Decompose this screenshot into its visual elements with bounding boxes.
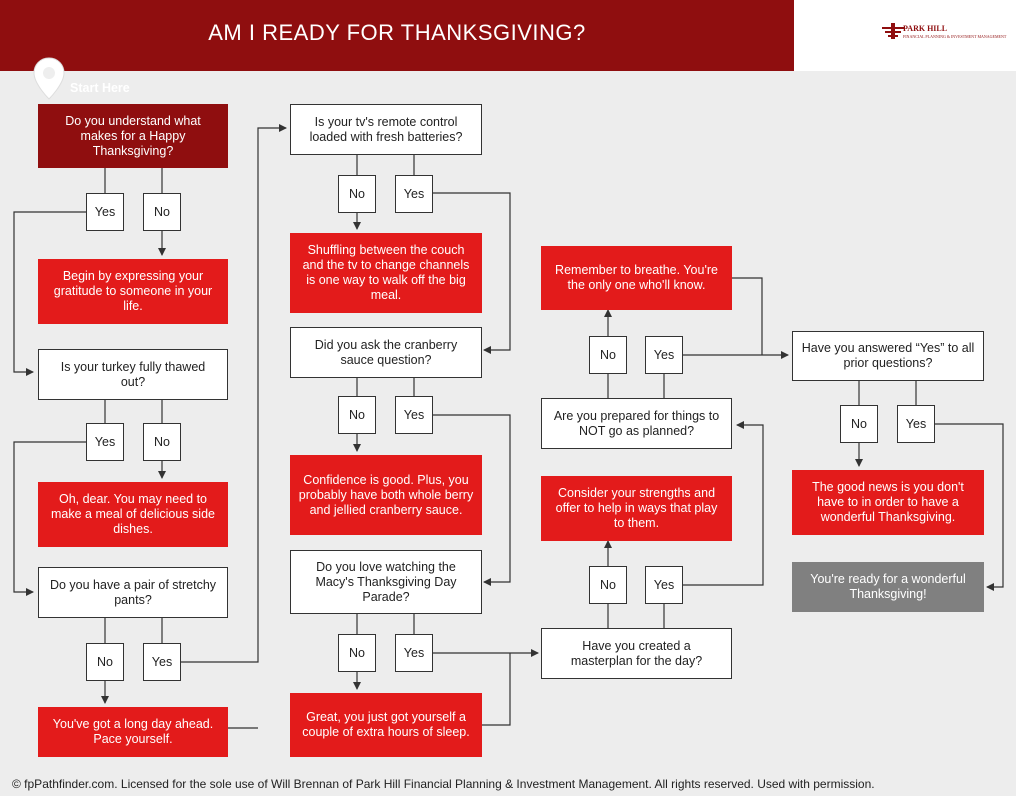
question-not-as-planned: Are you prepared for things to NOT go as… (541, 398, 732, 449)
yes-answer: Yes (395, 634, 433, 672)
yes-answer: Yes (645, 566, 683, 604)
no-answer: No (338, 396, 376, 434)
no-answer: No (143, 423, 181, 461)
result-shuffling-channels: Shuffling between the couch and the tv t… (290, 233, 482, 313)
page-title: AM I READY FOR THANKSGIVING? (208, 20, 586, 45)
result-confidence: Confidence is good. Plus, you probably h… (290, 455, 482, 535)
park-hill-logo-icon (882, 23, 904, 39)
question-all-yes: Have you answered “Yes” to all prior que… (792, 331, 984, 381)
start-label: Start Here (70, 81, 130, 95)
yes-answer: Yes (897, 405, 935, 443)
no-answer: No (589, 566, 627, 604)
no-answer: No (338, 634, 376, 672)
no-answer: No (86, 643, 124, 681)
header-bar (0, 0, 794, 71)
yes-answer: Yes (143, 643, 181, 681)
yes-answer: Yes (395, 175, 433, 213)
yes-answer: Yes (86, 193, 124, 231)
yes-answer: Yes (395, 396, 433, 434)
no-answer: No (338, 175, 376, 213)
result-gratitude: Begin by expressing your gratitude to so… (38, 259, 228, 324)
question-happy-thanksgiving: Do you understand what makes for a Happy… (38, 104, 228, 168)
question-macys-parade: Do you love watching the Macy's Thanksgi… (290, 550, 482, 614)
question-turkey-thawed: Is your turkey fully thawed out? (38, 349, 228, 400)
no-answer: No (143, 193, 181, 231)
no-answer: No (840, 405, 878, 443)
yes-answer: Yes (86, 423, 124, 461)
result-remember-breathe: Remember to breathe. You're the only one… (541, 246, 732, 310)
footer-copyright: © fpPathfinder.com. Licensed for the sol… (12, 777, 875, 791)
no-answer: No (589, 336, 627, 374)
question-cranberry-sauce: Did you ask the cranberry sauce question… (290, 327, 482, 378)
result-consider-strengths: Consider your strengths and offer to hel… (541, 476, 732, 541)
result-good-news: The good news is you don't have to in or… (792, 470, 984, 535)
question-remote-batteries: Is your tv's remote control loaded with … (290, 104, 482, 155)
logo-name: PARK HILL (903, 24, 948, 33)
result-extra-sleep: Great, you just got yourself a couple of… (290, 693, 482, 757)
map-pin-icon (33, 57, 65, 100)
yes-answer: Yes (645, 336, 683, 374)
question-stretchy-pants: Do you have a pair of stretchy pants? (38, 567, 228, 618)
question-masterplan: Have you created a masterplan for the da… (541, 628, 732, 679)
logo-area (794, 0, 1016, 71)
logo-subtitle: FINANCIAL PLANNING & INVESTMENT MANAGEME… (903, 34, 1007, 39)
final-ready: You're ready for a wonderful Thanksgivin… (792, 562, 984, 612)
result-side-dishes: Oh, dear. You may need to make a meal of… (38, 482, 228, 547)
result-long-day: You've got a long day ahead. Pace yourse… (38, 707, 228, 757)
